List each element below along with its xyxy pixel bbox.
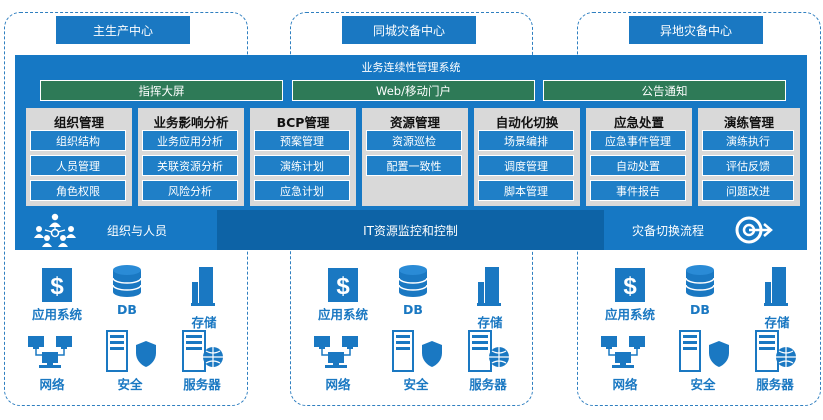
center-header-remote-dr: 异地灾备中心: [629, 16, 763, 44]
center-header-local-dr: 同城灾备中心: [342, 16, 476, 44]
bar-web-portal: Web/移动门户: [292, 80, 535, 101]
dollar-icon: $: [328, 268, 358, 302]
resource-group-main: $ 应用系统 DB 存储 网络 安全 服务器: [22, 262, 232, 402]
server-icon: [468, 330, 492, 372]
network-icon: [314, 336, 358, 368]
res-db-label: DB: [403, 302, 423, 317]
storage-icon: [477, 267, 501, 306]
module-item: 关联资源分析: [142, 155, 238, 176]
target-arrow-icon: [735, 216, 773, 244]
res-storage-label: 存储: [477, 315, 503, 330]
module-item: 场景编排: [478, 130, 574, 151]
module-item: 评估反馈: [702, 155, 794, 176]
shield-icon: [422, 341, 442, 367]
dollar-icon: $: [42, 268, 72, 302]
resource-group-local-dr: $ 应用系统 DB 存储 网络 安全 服务器: [308, 262, 518, 402]
module-item: 风险分析: [142, 180, 238, 201]
module-title: 组织管理: [53, 115, 104, 130]
globe-icon: [489, 347, 509, 367]
server-icon: [392, 330, 414, 372]
bar-announcement: 公告通知: [543, 80, 786, 101]
module-title: 业务影响分析: [153, 115, 229, 130]
res-server-label: 服务器: [183, 377, 221, 392]
org-personnel-band: 组织与人员: [15, 210, 211, 250]
res-server-label: 服务器: [756, 377, 794, 392]
database-icon: [398, 265, 428, 297]
center-header-main: 主生产中心: [56, 16, 190, 44]
res-db-label: DB: [117, 302, 137, 317]
svg-text:$: $: [50, 273, 64, 300]
module-item: 配置一致性: [366, 155, 462, 176]
bar-command-screen: 指挥大屏: [40, 80, 283, 101]
res-network-label: 网络: [612, 377, 638, 392]
res-server-label: 服务器: [469, 377, 507, 392]
module-title: 资源管理: [389, 115, 440, 130]
dollar-icon: $: [615, 268, 645, 302]
resource-group-remote-dr: $ 应用系统 DB 存储 网络 安全 服务器: [595, 262, 805, 402]
res-security-label: 安全: [117, 377, 143, 392]
server-icon: [679, 330, 701, 372]
svg-text:$: $: [623, 273, 637, 300]
module-item: 组织结构: [30, 130, 126, 151]
res-network-label: 网络: [39, 377, 65, 392]
module-item: 调度管理: [478, 155, 574, 176]
database-icon: [685, 265, 715, 297]
it-monitoring-label: IT资源监控和控制: [363, 223, 458, 238]
module-item: 演练计划: [254, 155, 350, 176]
module-item: 脚本管理: [478, 180, 574, 201]
system-title: 业务连续性管理系统: [361, 61, 461, 74]
res-network-label: 网络: [325, 377, 351, 392]
res-app-label: 应用系统: [317, 307, 368, 322]
module-item: 问题改进: [702, 180, 794, 201]
org-personnel-label: 组织与人员: [107, 224, 168, 238]
shield-icon: [709, 341, 729, 367]
module-title: 自动化切换: [495, 115, 559, 130]
svg-text:$: $: [336, 273, 350, 300]
module-item: 应急计划: [254, 180, 350, 201]
database-icon: [112, 265, 142, 297]
module-item: 自动处置: [590, 155, 686, 176]
res-app-label: 应用系统: [604, 307, 655, 322]
dr-switch-band: 灾备切换流程: [610, 210, 807, 250]
module-title: 应急处置: [613, 115, 664, 130]
res-storage-label: 存储: [764, 315, 790, 330]
module-item: 业务应用分析: [142, 130, 238, 151]
org-people-icon: [34, 213, 76, 247]
res-security-label: 安全: [690, 377, 716, 392]
res-db-label: DB: [690, 302, 710, 317]
module-title: BCP管理: [276, 115, 330, 130]
server-icon: [106, 330, 128, 372]
module-item: 事件报告: [590, 180, 686, 201]
module-item: 资源巡检: [366, 130, 462, 151]
module-item: 角色权限: [30, 180, 126, 201]
storage-icon: [764, 267, 788, 306]
network-icon: [28, 336, 72, 368]
shield-icon: [136, 341, 156, 367]
storage-icon: [191, 267, 215, 306]
module-item: 人员管理: [30, 155, 126, 176]
dr-switch-label: 灾备切换流程: [632, 224, 705, 238]
network-icon: [601, 336, 645, 368]
module-title: 演练管理: [723, 115, 774, 130]
res-security-label: 安全: [403, 377, 429, 392]
res-storage-label: 存储: [191, 315, 217, 330]
globe-icon: [203, 347, 223, 367]
it-monitoring-band: IT资源监控和控制: [217, 210, 604, 250]
module-item: 预案管理: [254, 130, 350, 151]
module-item: 应急事件管理: [590, 130, 686, 151]
module-item: 演练执行: [702, 130, 794, 151]
globe-icon: [776, 347, 796, 367]
res-app-label: 应用系统: [31, 307, 82, 322]
